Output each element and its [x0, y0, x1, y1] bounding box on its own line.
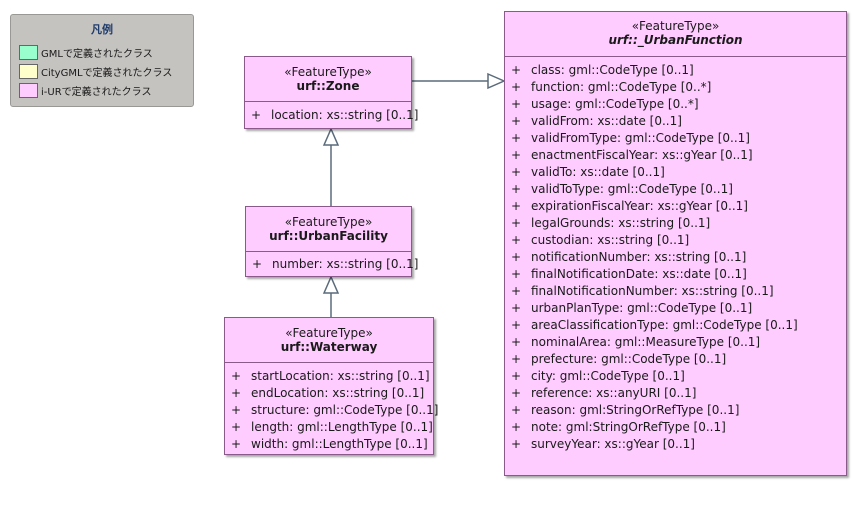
- attribute-row: +structure: gml::CodeType [0..1]: [231, 403, 439, 417]
- attribute-row: +number: xs::string [0..1]: [252, 257, 419, 271]
- legend-title: 凡例: [91, 23, 113, 36]
- attribute-row: +prefecture: gml::CodeType [0..1]: [511, 352, 727, 366]
- legend-panel: 凡例 GMLで定義されたクラス CityGMLで定義されたクラス i-URで定義…: [10, 14, 194, 107]
- legend-item-gml: GMLで定義されたクラス: [19, 44, 153, 60]
- legend-label-iur: i-URで定義されたクラス: [41, 86, 152, 98]
- class-urban-facility-header: «FeatureType» urf::UrbanFacility: [246, 207, 411, 251]
- attribute-row: +custodian: xs::string [0..1]: [511, 233, 690, 247]
- attribute-row: +finalNotificationNumber: xs::string [0.…: [511, 284, 774, 298]
- class-urban-function-attributes: +class: gml::CodeType [0..1] +function: …: [505, 56, 846, 453]
- class-zone-stereotype: «FeatureType»: [284, 65, 372, 79]
- attribute-row: +areaClassificationType: gml::CodeType […: [511, 318, 798, 332]
- attribute-row: +enactmentFiscalYear: xs::gYear [0..1]: [511, 148, 753, 162]
- attribute-row: +finalNotificationDate: xs::date [0..1]: [511, 267, 747, 281]
- attribute-row: +usage: gml::CodeType [0..*]: [511, 97, 699, 111]
- attribute-row: +class: gml::CodeType [0..1]: [511, 63, 694, 77]
- class-urban-facility-name: urf::UrbanFacility: [269, 229, 388, 243]
- attribute-row: +startLocation: xs::string [0..1]: [231, 369, 430, 383]
- attribute-row: +reference: xs::anyURI [0..1]: [511, 386, 697, 400]
- generalization-arrowhead-zone: [322, 127, 340, 146]
- legend-item-citygml: CityGMLで定義されたクラス: [19, 63, 172, 79]
- attribute-row: +function: gml::CodeType [0..*]: [511, 80, 712, 94]
- class-urban-facility[interactable]: «FeatureType» urf::UrbanFacility +number…: [245, 206, 419, 277]
- legend-label-gml: GMLで定義されたクラス: [41, 48, 153, 60]
- legend-item-iur: i-URで定義されたクラス: [19, 82, 151, 98]
- class-waterway-attributes: +startLocation: xs::string [0..1] +endLo…: [225, 362, 439, 453]
- class-urban-function-header: «FeatureType» urf::_UrbanFunction: [505, 12, 846, 56]
- attribute-row: +expirationFiscalYear: xs::gYear [0..1]: [511, 199, 748, 213]
- attribute-row: +validFrom: xs::date [0..1]: [511, 114, 682, 128]
- class-waterway-stereotype: «FeatureType»: [285, 326, 373, 340]
- class-urban-facility-stereotype: «FeatureType»: [284, 215, 373, 229]
- attribute-row: +nominalArea: gml::MeasureType [0..1]: [511, 335, 761, 349]
- attribute-row: +note: gml:StringOrRefType [0..1]: [511, 420, 726, 434]
- attribute-row: +urbanPlanType: gml::CodeType [0..1]: [511, 301, 753, 315]
- attribute-row: +validToType: gml::CodeType [0..1]: [511, 182, 733, 196]
- generalization-arrowhead-urban-function: [487, 72, 506, 90]
- class-waterway[interactable]: «FeatureType» urf::Waterway +startLocati…: [224, 317, 439, 455]
- attribute-row: +location: xs::string [0..1]: [251, 108, 419, 122]
- class-urban-function-name: urf::_UrbanFunction: [608, 33, 743, 47]
- legend-swatch-citygml: [19, 63, 38, 79]
- legend-label-citygml: CityGMLで定義されたクラス: [41, 67, 173, 79]
- generalization-arrowhead-urban-facility: [322, 275, 340, 294]
- attribute-row: +legalGrounds: xs::string [0..1]: [511, 216, 711, 230]
- class-zone-name: urf::Zone: [296, 79, 360, 93]
- attribute-row: +validTo: xs::date [0..1]: [511, 165, 665, 179]
- legend-swatch-iur: [19, 82, 38, 98]
- attribute-row: +reason: gml:StringOrRefType [0..1]: [511, 403, 740, 417]
- class-urban-function[interactable]: «FeatureType» urf::_UrbanFunction +class…: [504, 11, 847, 476]
- attribute-row: +length: gml::LengthType [0..1]: [231, 420, 433, 434]
- attribute-row: +validFromType: gml::CodeType [0..1]: [511, 131, 750, 145]
- legend-swatch-gml: [19, 44, 38, 60]
- class-urban-facility-attributes: +number: xs::string [0..1]: [246, 251, 419, 273]
- attribute-row: +surveyYear: xs::gYear [0..1]: [511, 437, 695, 451]
- attribute-row: +city: gml::CodeType [0..1]: [511, 369, 685, 383]
- attribute-row: +endLocation: xs::string [0..1]: [231, 386, 425, 400]
- attribute-row: +notificationNumber: xs::string [0..1]: [511, 250, 747, 264]
- class-waterway-header: «FeatureType» urf::Waterway: [225, 318, 433, 362]
- class-waterway-name: urf::Waterway: [280, 340, 378, 354]
- class-zone-attributes: +location: xs::string [0..1]: [245, 101, 419, 124]
- class-urban-function-stereotype: «FeatureType»: [631, 19, 720, 33]
- class-zone-header: «FeatureType» urf::Zone: [245, 57, 411, 101]
- attribute-row: +width: gml::LengthType [0..1]: [231, 437, 428, 451]
- class-zone[interactable]: «FeatureType» urf::Zone +location: xs::s…: [244, 56, 419, 129]
